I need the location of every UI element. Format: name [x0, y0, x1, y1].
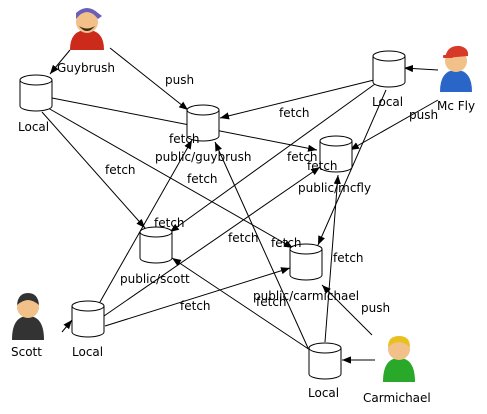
scott-label: Scott	[11, 345, 42, 359]
carmichael-local-label: Local	[308, 386, 339, 400]
edge-guylocal-fetch-carmichael	[47, 107, 294, 249]
fetch-label: fetch	[187, 172, 218, 186]
repo-guybrush-local	[19, 74, 53, 112]
carmichael-label: Carmichael	[363, 391, 431, 405]
fetch-label: fetch	[271, 236, 302, 250]
edge-scottlocal-fetch-guybrush	[99, 139, 193, 303]
edge-carmlocal-fetch-guybrush	[214, 141, 309, 349]
repo-public-mcfly	[319, 135, 353, 173]
repo-carmichael-local	[308, 342, 342, 380]
mcfly-avatar-icon	[440, 45, 472, 92]
edge-mcflylocal-fetch-scott	[169, 83, 376, 233]
edge-guylocal-fetch-mcfly	[51, 97, 318, 152]
edge-carmlocal-fetch-mcfly	[324, 174, 341, 343]
edge-scottlocal-fetch-carmichael	[104, 267, 291, 327]
fetch-label: fetch	[287, 150, 318, 164]
edge-mcflylocal-fetch-guybrush	[219, 79, 375, 120]
repo-public-scott	[139, 226, 173, 264]
fetch-label: fetch	[256, 295, 287, 309]
edge-push-mcfly	[349, 99, 439, 151]
guybrush-local-label: Local	[18, 120, 49, 134]
edge-push-carmichael	[321, 284, 373, 336]
push-carmichael-label: push	[361, 301, 390, 315]
fetch-label: fetch	[105, 163, 136, 177]
edge-push-guybrush	[109, 47, 189, 111]
public-guybrush-label: public/guybrush	[155, 150, 252, 164]
fetch-label: fetch	[279, 106, 310, 120]
edge-mcfly-to-local	[403, 64, 439, 73]
edge-push-scott	[61, 319, 73, 333]
edge-carmlocal-fetch-scott	[171, 257, 311, 351]
push-mcfly-label: push	[409, 108, 438, 122]
push-guybrush-label: push	[165, 73, 194, 87]
repo-public-guybrush	[186, 104, 220, 142]
carmichael-avatar-icon	[383, 336, 415, 382]
scott-avatar-icon	[12, 293, 44, 340]
edge-scottlocal-fetch-mcfly	[103, 166, 321, 317]
public-mcfly-label: public/mcfly	[298, 181, 371, 195]
mcfly-local-label: Local	[372, 95, 403, 109]
scott-local-label: Local	[72, 345, 103, 359]
repo-public-carmichael	[289, 243, 323, 281]
fetch-label: fetch	[333, 251, 364, 265]
guybrush-label: Guybrush	[57, 61, 115, 75]
repo-scott-local	[71, 300, 105, 338]
fetch-label: fetch	[154, 216, 185, 230]
mcfly-label: Mc Fly	[437, 99, 475, 113]
public-scott-label: public/scott	[120, 272, 190, 286]
fetch-label: fetch	[228, 231, 259, 245]
guybrush-avatar-icon	[70, 8, 104, 50]
public-carmichael-label: public/carmichael	[253, 289, 359, 303]
fetch-label: fetch	[180, 299, 211, 313]
edge-guylocal-fetch-scott	[41, 111, 146, 229]
fetch-label: fetch	[169, 132, 200, 146]
fetch-label: fetch	[307, 159, 338, 173]
edge-guybrush-to-local	[49, 49, 71, 75]
repo-mcfly-local	[372, 50, 406, 88]
